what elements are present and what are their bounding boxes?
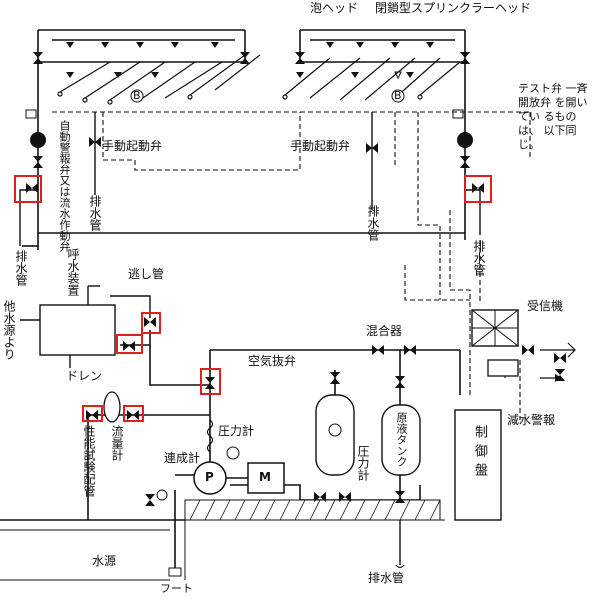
- low-water-box: [487, 359, 519, 377]
- highlight-flow-valve-left: [82, 405, 103, 422]
- label-pressure-gauge-tank: 圧力計: [356, 445, 370, 481]
- label-air-vent: 空気抜弁: [248, 354, 297, 368]
- highlight-left-valve: [14, 175, 42, 203]
- branch-lines: [57, 54, 461, 105]
- flex-coil: [206, 419, 214, 453]
- highlight-right-valve: [464, 175, 492, 203]
- sprinkler-heads: [66, 42, 434, 80]
- control-panel-box: [454, 409, 502, 521]
- label-compound-gauge: 連成計: [164, 451, 201, 465]
- highlight-gate-valve: [200, 368, 221, 395]
- label-other-source: 他水源より: [2, 300, 16, 360]
- label-control-panel: 制御盤: [472, 425, 487, 482]
- label-foam-head: 泡ヘッド: [310, 1, 359, 15]
- drain-branches: [19, 189, 481, 246]
- label-foot-valve: フート: [160, 582, 193, 595]
- highlight-check-valve: [116, 334, 143, 354]
- alarm-valve-left: [25, 109, 46, 168]
- header-piping: [22, 29, 466, 250]
- signal-lines: [52, 111, 531, 420]
- flowmeter-symbol: [103, 391, 121, 423]
- label-manual-valve-right: 手動起動弁: [290, 139, 351, 153]
- label-flowmeter: 流量計: [110, 425, 124, 461]
- alarm-valve-right: [452, 109, 473, 168]
- label-manual-valve-left: 手動起動弁: [102, 139, 163, 153]
- label-closed-sprinkler: 閉鎖型スプリンクラーヘッド: [375, 1, 532, 15]
- manual-valves: [89, 89, 405, 210]
- highlight-flow-valve-right: [123, 405, 144, 422]
- label-concentrate-tank: 原液タンク: [395, 412, 408, 467]
- motor-symbol: [247, 462, 285, 494]
- label-alarm-valve: 自動警報弁又は流水作動弁: [58, 120, 71, 252]
- label-relief-pipe: 逃し管: [128, 267, 165, 281]
- label-b-right: B: [394, 89, 402, 102]
- label-drain-pipe-bottom: 排水管: [368, 571, 405, 585]
- label-pump: P: [205, 470, 214, 484]
- label-pressure-gauge: 圧力計: [218, 424, 255, 438]
- concentrate-tank: [381, 404, 421, 476]
- label-low-water-alarm: 減水警報: [507, 413, 556, 427]
- label-motor: M: [259, 470, 271, 484]
- label-performance-test: 性能試験配管: [82, 425, 96, 497]
- highlight-relief-valve: [141, 312, 161, 334]
- label-test-valve-note: テスト弁 一斉開放弁 を開いてい るものは、 以下同じ。: [518, 82, 588, 151]
- label-drain-pipe-left: 排水管: [14, 250, 28, 286]
- label-priming-device: 呼水装置: [66, 248, 80, 296]
- label-water-source: 水源: [92, 554, 117, 568]
- label-drain-pipe-right-center: 排水管: [366, 205, 380, 241]
- label-b-left: B: [133, 89, 141, 102]
- label-receiver: 受信機: [527, 299, 564, 313]
- label-drain-pipe-right: 排水管: [472, 240, 486, 276]
- priming-tank: [20, 285, 151, 368]
- foundation: [0, 499, 445, 581]
- foot-valve-symbol: [168, 567, 182, 577]
- label-mixer: 混合器: [366, 324, 403, 338]
- label-drain-pipe-center: 排水管: [88, 195, 102, 231]
- label-drain: ドレン: [66, 369, 103, 383]
